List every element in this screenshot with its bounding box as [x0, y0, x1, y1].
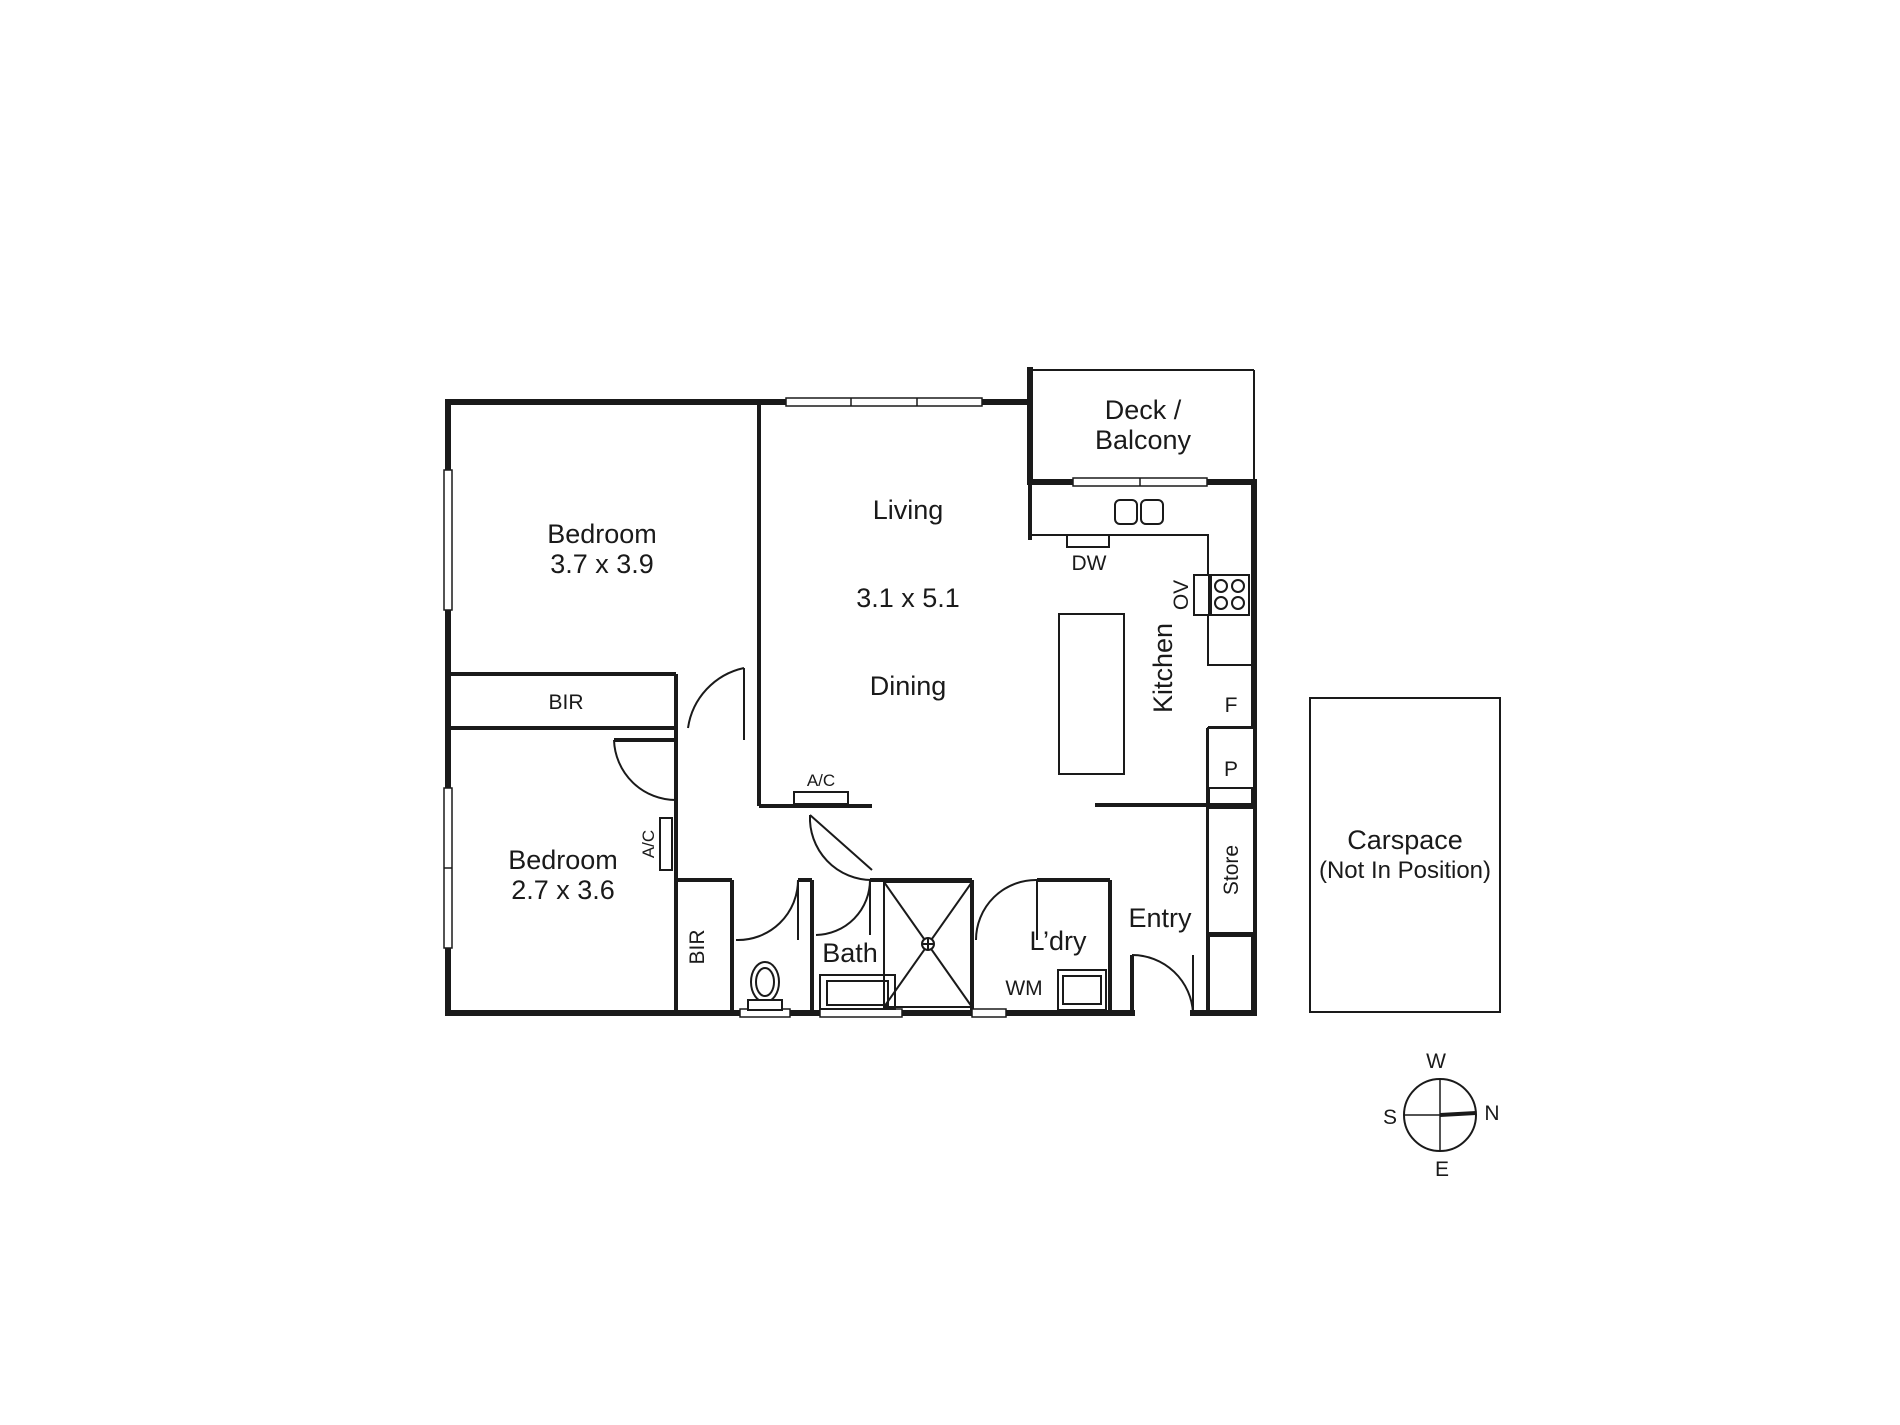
wm-label: WM — [1005, 977, 1042, 1000]
bathroom-fixtures — [747, 881, 1107, 1011]
bir-1-label: BIR — [548, 691, 583, 714]
sink-icon — [1140, 499, 1164, 525]
compass-icon — [1403, 1078, 1477, 1152]
ac-living-icon — [793, 791, 849, 805]
ac-units — [659, 791, 849, 871]
bedroom-2-name: Bedroom — [508, 845, 618, 875]
carspace-line2: (Not In Position) — [1319, 857, 1491, 884]
deck-label-line2: Balcony — [1095, 425, 1192, 455]
ov-label: OV — [1170, 580, 1193, 610]
fridge-label: F — [1225, 694, 1238, 717]
bir-2-label: BIR — [686, 929, 709, 964]
ac-bedroom-label: A/C — [639, 830, 658, 858]
doors — [613, 667, 1194, 1014]
dishwasher-icon — [1066, 534, 1110, 548]
oven-icon — [1193, 574, 1210, 616]
sink-icon — [1114, 499, 1138, 525]
shower-icon — [883, 881, 973, 1008]
compass-east: E — [1435, 1158, 1449, 1181]
deck-label-line1: Deck / — [1105, 395, 1182, 425]
carspace-line1: Carspace — [1347, 825, 1463, 855]
bath-name: Bath — [822, 938, 878, 968]
deck-outline — [1030, 369, 1255, 482]
pantry-cupboard — [1207, 727, 1255, 789]
compass-north: N — [1484, 1102, 1499, 1125]
kitchen-name: Kitchen — [1148, 623, 1178, 713]
entry-name: Entry — [1128, 903, 1192, 933]
pantry-label: P — [1224, 758, 1238, 781]
bedroom-2-size: 2.7 x 3.6 — [511, 875, 615, 905]
living-size: 3.1 x 5.1 — [856, 583, 960, 613]
ac-living-label: A/C — [807, 771, 835, 790]
living-name: Living — [873, 495, 944, 525]
laundry-name: L’dry — [1029, 926, 1087, 956]
store-label: Store — [1220, 845, 1243, 895]
island-bench — [1058, 613, 1125, 775]
compass-south: S — [1383, 1106, 1397, 1129]
bedroom-1-name: Bedroom — [547, 519, 657, 549]
bedroom-1-size: 3.7 x 3.9 — [550, 549, 654, 579]
store-cupboard — [1207, 807, 1255, 934]
kitchen-fixtures — [1030, 499, 1255, 934]
compass-west: W — [1426, 1050, 1446, 1073]
ac-bedroom-icon — [659, 817, 673, 871]
dining-name: Dining — [870, 671, 947, 701]
dw-label: DW — [1072, 552, 1107, 575]
carspace-outline — [1309, 697, 1501, 1013]
windows — [443, 397, 1208, 1018]
